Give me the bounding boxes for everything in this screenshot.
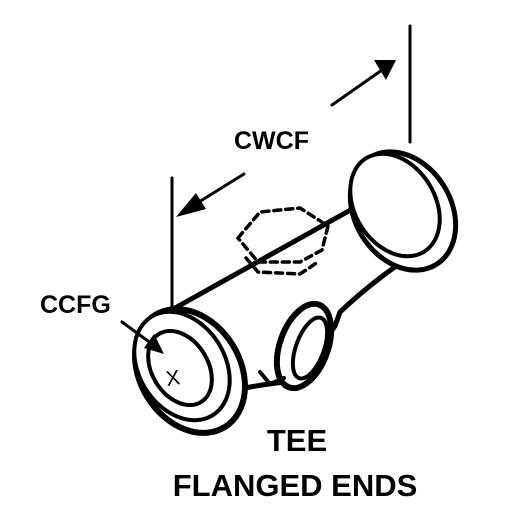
- dimension-line-upper: [330, 68, 384, 107]
- ccfg-label: CCFG: [40, 291, 111, 319]
- center-mark: X: [165, 366, 182, 391]
- side-outlet-inner: [290, 315, 330, 381]
- right-flange: [347, 149, 459, 273]
- hidden-hex-top: [235, 206, 331, 264]
- caption-line-2: FLANGED ENDS: [173, 468, 418, 503]
- ccfg-arrowhead: [144, 334, 164, 354]
- cwcf-dimension: [170, 24, 412, 314]
- arrowhead-lower: [176, 193, 206, 217]
- cwcf-label: CWCF: [234, 127, 309, 155]
- right-flange-face: [348, 151, 442, 259]
- hidden-hex-bottom: [244, 256, 320, 276]
- arrowhead-upper: [374, 60, 396, 80]
- ccfg-leader: [120, 320, 164, 354]
- side-outlet: [258, 300, 335, 392]
- caption-line-1: TEE: [267, 423, 327, 458]
- ccfg-leader-line: [120, 320, 154, 346]
- hidden-top-outlet: [235, 206, 331, 276]
- side-outlet-base: [258, 370, 286, 387]
- left-flange: [132, 306, 248, 436]
- left-flange-bore: [146, 328, 214, 408]
